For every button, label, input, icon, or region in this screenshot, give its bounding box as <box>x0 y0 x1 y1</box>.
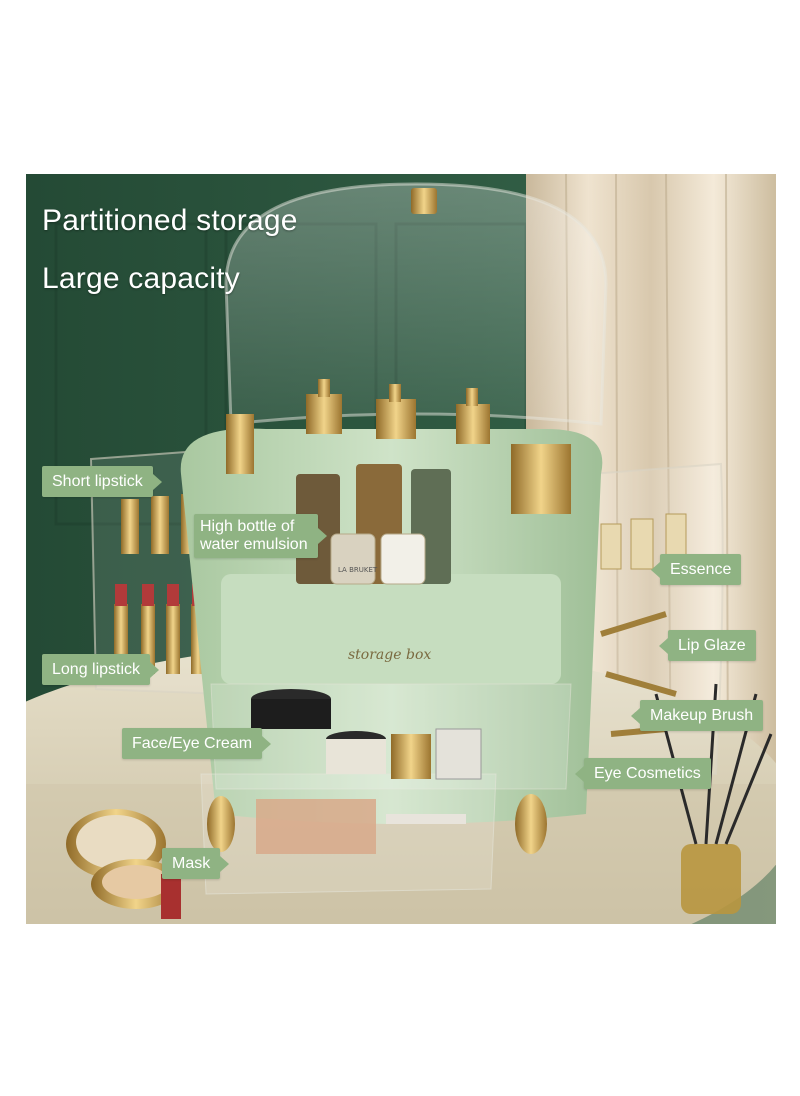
callout-lip-glaze: Lip Glaze <box>659 630 756 661</box>
bottle-label: LA BRUKET <box>338 566 378 574</box>
cream-jars <box>251 689 482 854</box>
headline-partitioned-storage: Partitioned storage <box>42 204 298 237</box>
callout-essence: Essence <box>650 554 742 585</box>
compact-mirror <box>66 809 181 919</box>
callout-mask: Mask <box>162 848 230 879</box>
callout-makeup-brush: Makeup Brush <box>630 700 764 731</box>
photo-illustration: storage box LA BRUKET <box>26 174 776 924</box>
callout-eye-cosmetics: Eye Cosmetics <box>575 758 711 789</box>
callout-long-lipstick: Long lipstick <box>42 654 160 685</box>
right-door <box>584 462 724 776</box>
callout-high-bottle: High bottle of water emulsion <box>194 514 327 558</box>
lid-script: storage box <box>348 647 431 663</box>
callout-short-lipstick: Short lipstick <box>42 466 162 497</box>
product-photo: storage box LA BRUKET <box>26 174 776 924</box>
headline-large-capacity: Large capacity <box>42 262 240 295</box>
callout-face-eye-cream: Face/Eye Cream <box>122 728 272 759</box>
